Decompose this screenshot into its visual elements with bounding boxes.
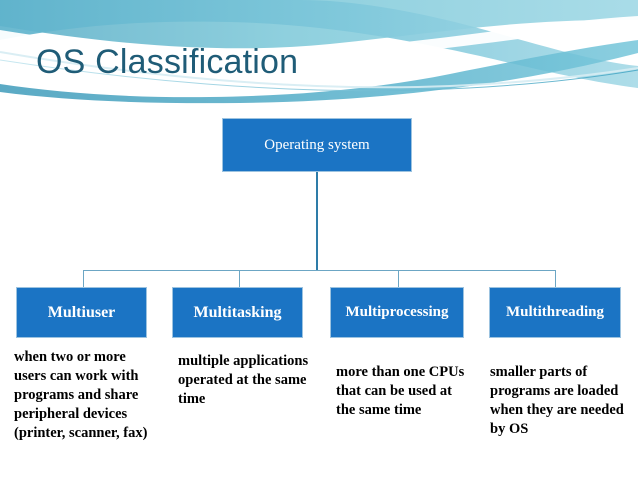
header-wave-banner <box>0 0 638 104</box>
description-multiprocessing: more than one CPUs that can be used at t… <box>336 364 465 418</box>
node-label: Operating system <box>264 136 370 153</box>
wave-graphic <box>0 0 638 104</box>
node-label: Multithreading <box>505 304 605 320</box>
connector-vertical-stem <box>316 172 318 271</box>
diagram-node-multitasking[interactable]: Multitasking <box>172 287 303 338</box>
node-label: Multiprocessing <box>345 304 449 320</box>
diagram-node-multithreading[interactable]: Multithreading <box>489 287 621 338</box>
connector-drop-multiuser <box>83 270 84 288</box>
connector-drop-multitasking <box>239 270 240 288</box>
description-multitasking: multiple applications operated at the sa… <box>178 353 309 407</box>
page-title: OS Classification <box>36 43 299 81</box>
node-label: Multitasking <box>193 303 282 321</box>
connector-drop-multithreading <box>555 270 556 288</box>
diagram-node-multiuser[interactable]: Multiuser <box>16 287 147 338</box>
diagram-node-operating-system[interactable]: Operating system <box>222 118 412 172</box>
diagram-node-multiprocessing[interactable]: Multiprocessing <box>330 287 464 338</box>
connector-drop-multiprocessing <box>398 270 399 288</box>
node-label: Multiuser <box>47 303 116 321</box>
connector-horizontal-rail <box>83 270 555 271</box>
description-multithreading: smaller parts of programs are loaded whe… <box>490 364 624 437</box>
description-multiuser: when two or more users can work with pro… <box>14 349 148 441</box>
